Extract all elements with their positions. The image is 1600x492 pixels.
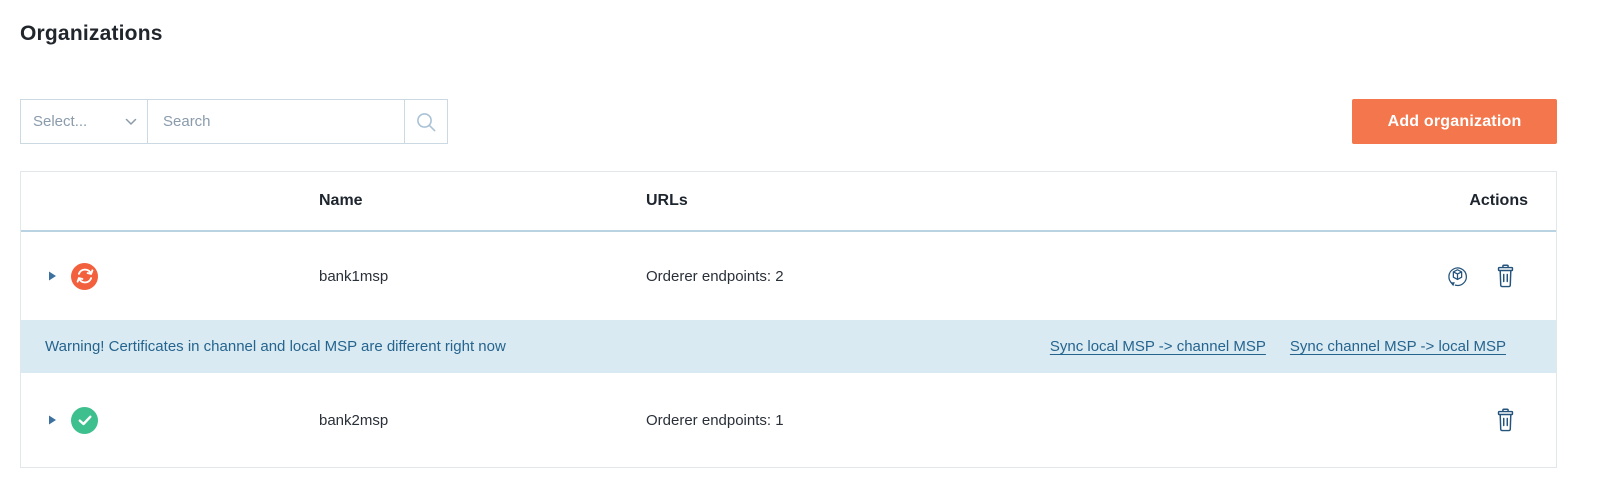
- search-box: [147, 99, 405, 144]
- chevron-down-icon: [125, 118, 137, 126]
- expand-caret-icon[interactable]: [48, 414, 57, 426]
- update-msp-icon[interactable]: [1444, 263, 1471, 290]
- table-row: bank2msp Orderer endpoints: 1: [21, 373, 1556, 467]
- org-name: bank1msp: [319, 267, 389, 285]
- column-header-actions: Actions: [1469, 192, 1528, 209]
- add-organization-button[interactable]: Add organization: [1352, 99, 1557, 144]
- status-cell: [21, 262, 319, 290]
- delete-organization-icon[interactable]: [1492, 263, 1519, 290]
- column-header-name: Name: [319, 192, 363, 209]
- expand-caret-icon[interactable]: [48, 270, 57, 282]
- actions-cell: [1326, 263, 1556, 290]
- sync-status-ok-icon: [71, 406, 98, 434]
- delete-organization-icon[interactable]: [1492, 407, 1519, 434]
- sync-local-to-channel-link[interactable]: Sync local MSP -> channel MSP: [1049, 338, 1266, 355]
- column-header-urls: URLs: [646, 192, 688, 209]
- filter-group: Select...: [20, 99, 448, 144]
- search-button[interactable]: [404, 99, 448, 144]
- table-header-row: Name URLs Actions: [21, 172, 1556, 232]
- organizations-page: Organizations Select...: [20, 22, 1557, 468]
- actions-cell: [1326, 407, 1556, 434]
- table-row: bank1msp Orderer endpoints: 2: [21, 232, 1556, 320]
- warning-text: Warning! Certificates in channel and loc…: [45, 338, 506, 355]
- search-icon: [414, 110, 438, 134]
- organizations-table: Name URLs Actions bank1msp: [20, 171, 1557, 468]
- certificates-warning-row: Warning! Certificates in channel and loc…: [21, 320, 1556, 373]
- org-urls: Orderer endpoints: 2: [646, 267, 784, 285]
- org-urls: Orderer endpoints: 1: [646, 411, 784, 429]
- filter-select[interactable]: Select...: [20, 99, 148, 144]
- page-title: Organizations: [20, 22, 163, 45]
- search-input[interactable]: [163, 113, 404, 130]
- warning-links: Sync local MSP -> channel MSP Sync chann…: [1050, 338, 1506, 355]
- status-cell: [21, 406, 319, 434]
- sync-status-warning-icon: [71, 262, 98, 290]
- toolbar: Select... Add organization: [20, 99, 1557, 144]
- org-name: bank2msp: [319, 411, 389, 429]
- filter-select-placeholder: Select...: [33, 113, 88, 130]
- sync-channel-to-local-link[interactable]: Sync channel MSP -> local MSP: [1289, 338, 1506, 355]
